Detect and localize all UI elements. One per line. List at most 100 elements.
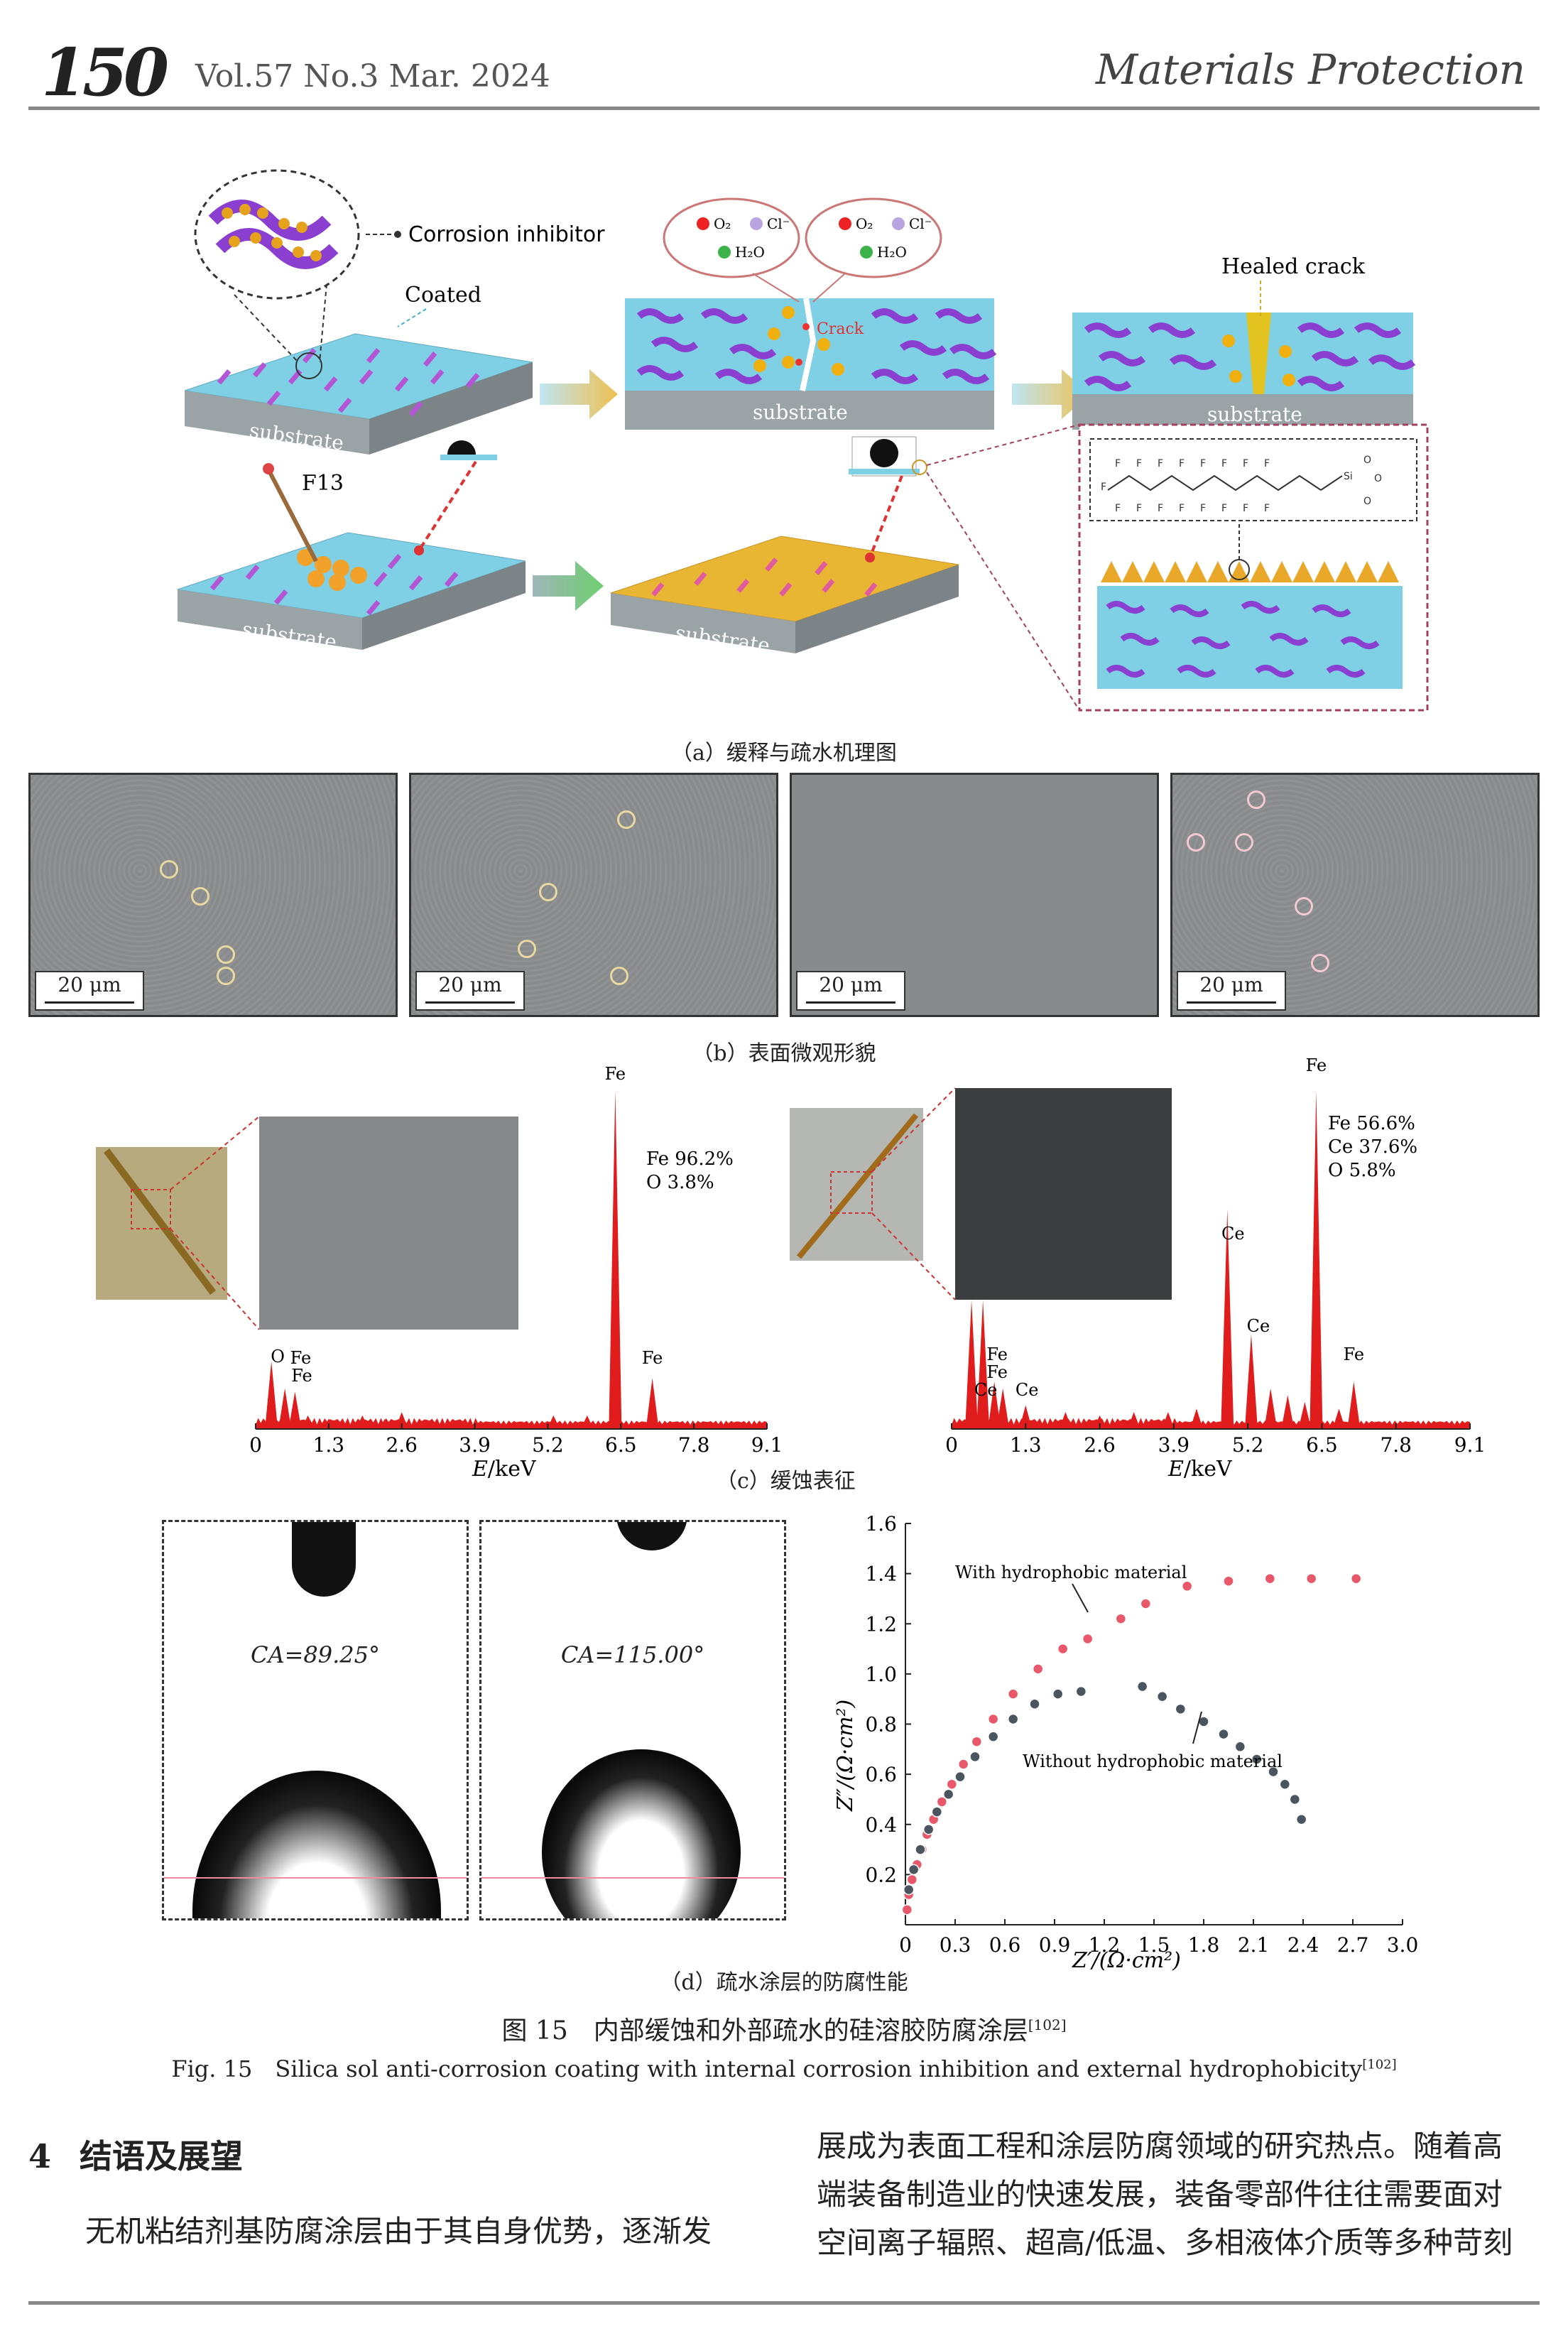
eds-peak bbox=[996, 1388, 1010, 1429]
legend-with-hydrophobic: With hydrophobic material bbox=[955, 1563, 1187, 1582]
panel-d-caption: （d）疏水涂层的防腐性能 bbox=[660, 1970, 908, 1995]
eds-xlabel-left: E/keV bbox=[472, 1457, 537, 1482]
data-point-with-hydrophobic bbox=[946, 1778, 958, 1790]
data-point-with-hydrophobic bbox=[906, 1874, 918, 1886]
scale-bar-4: 20 μm bbox=[1177, 971, 1286, 1011]
svg-text:F: F bbox=[1158, 458, 1163, 469]
svg-text:Cl⁻: Cl⁻ bbox=[767, 215, 790, 232]
process-arrow-2 bbox=[1012, 369, 1090, 419]
eds-peak-label: Fe bbox=[642, 1348, 663, 1368]
data-point-without-hydrophobic bbox=[1234, 1741, 1246, 1753]
nyquist-ylabel: Z″/(Ω·cm²) bbox=[833, 1700, 858, 1812]
data-point-with-hydrophobic bbox=[1057, 1643, 1069, 1655]
eds-tick-label: 2.6 bbox=[1084, 1433, 1116, 1457]
eds-peak-label: Ce bbox=[1016, 1380, 1039, 1400]
nyquist-y-tick-label: 0.6 bbox=[865, 1763, 897, 1786]
svg-text:F: F bbox=[1200, 503, 1206, 514]
composition-right-ce: Ce 37.6% bbox=[1328, 1136, 1417, 1158]
substrate-label-3: substrate bbox=[1207, 403, 1302, 426]
scale-bar-1: 20 μm bbox=[35, 971, 144, 1011]
eds-tick-label: 9.1 bbox=[751, 1433, 783, 1457]
eds-tick-label: 7.8 bbox=[678, 1433, 710, 1457]
data-point-with-hydrophobic bbox=[1181, 1580, 1193, 1592]
data-point-with-hydrophobic bbox=[987, 1713, 999, 1725]
svg-text:F: F bbox=[1200, 458, 1206, 469]
eds-peak bbox=[301, 1415, 315, 1429]
eds-peak bbox=[278, 1388, 292, 1429]
figure-caption-en: Fig. 15 Silica sol anti-corrosion coatin… bbox=[171, 2055, 1397, 2082]
eds-peak-label: Fe bbox=[605, 1064, 626, 1084]
contact-angle-value-left: CA=89.25° bbox=[250, 1641, 380, 1668]
nyquist-y-tick-label: 1.0 bbox=[865, 1663, 897, 1686]
eds-xlabel-right: E/keV bbox=[1167, 1457, 1233, 1482]
nyquist-x-tick-label: 1.8 bbox=[1188, 1933, 1220, 1957]
hydrophobic-coated-slab: substrate bbox=[610, 536, 959, 658]
f13-label: F13 bbox=[302, 471, 344, 496]
eds-tick-label: 7.8 bbox=[1380, 1433, 1412, 1457]
eds-peak-label: Ce bbox=[974, 1380, 998, 1400]
eds-peak bbox=[479, 1422, 493, 1429]
data-point-without-hydrophobic bbox=[903, 1884, 915, 1896]
eds-peak bbox=[1019, 1405, 1033, 1429]
eds-peak bbox=[435, 1422, 448, 1429]
eds-tick-label: 5.2 bbox=[532, 1433, 564, 1457]
eds-peak bbox=[1264, 1388, 1278, 1429]
nyquist-x-tick-label: 0.9 bbox=[1039, 1933, 1071, 1957]
svg-text:F: F bbox=[1264, 458, 1270, 469]
nyquist-x-tick-label: 0.3 bbox=[940, 1933, 971, 1957]
eds-tick-label: 6.5 bbox=[1306, 1433, 1338, 1457]
data-point-without-hydrophobic bbox=[1175, 1703, 1187, 1715]
data-point-without-hydrophobic bbox=[922, 1824, 935, 1835]
corrosion-inhibitor-label: Corrosion inhibitor bbox=[408, 222, 605, 247]
eds-tick-label: 3.9 bbox=[1158, 1433, 1190, 1457]
nyquist-y-tick-label: 1.4 bbox=[865, 1563, 897, 1586]
eds-peak bbox=[1221, 1208, 1234, 1429]
svg-text:Cl⁻: Cl⁻ bbox=[909, 215, 932, 232]
healed-crack-label: Healed crack bbox=[1221, 254, 1366, 279]
f13-brush-slab: substrate bbox=[177, 463, 526, 654]
nyquist-x-tick-label: 2.1 bbox=[1238, 1933, 1270, 1957]
data-point-without-hydrophobic bbox=[1136, 1680, 1148, 1692]
data-point-without-hydrophobic bbox=[1029, 1698, 1040, 1710]
eds-peak-label: Fe bbox=[986, 1362, 1008, 1382]
data-point-without-hydrophobic bbox=[931, 1806, 943, 1817]
eds-peak-label: Fe bbox=[1344, 1344, 1365, 1364]
volume-info: Vol.57 No.3 Mar. 2024 bbox=[195, 58, 550, 94]
data-point-without-hydrophobic bbox=[1251, 1754, 1263, 1765]
eds-peak bbox=[547, 1415, 560, 1429]
data-point-with-hydrophobic bbox=[1115, 1613, 1127, 1624]
svg-text:F: F bbox=[1264, 503, 1270, 514]
eds-peak bbox=[1347, 1381, 1361, 1429]
svg-text:F: F bbox=[1179, 458, 1185, 469]
sem-image-1: 20 μm bbox=[28, 773, 398, 1017]
data-point-with-hydrophobic bbox=[936, 1796, 948, 1808]
nyquist-xlabel: Z′/(Ω·cm²) bbox=[1072, 1948, 1181, 1973]
eds-tick-label: 0 bbox=[249, 1433, 262, 1457]
eds-peak bbox=[1189, 1408, 1203, 1429]
data-point-without-hydrophobic bbox=[915, 1844, 926, 1855]
eds-tick-label: 1.3 bbox=[313, 1433, 345, 1457]
contact-angle-value-right: CA=115.00° bbox=[560, 1641, 705, 1668]
data-point-with-hydrophobic bbox=[1223, 1575, 1234, 1587]
contact-angle-image-left: CA=89.25° bbox=[162, 1520, 469, 1920]
eds-peak-label: Fe bbox=[986, 1344, 1008, 1364]
svg-text:F: F bbox=[1115, 458, 1121, 469]
nyquist-x-tick-label: 2.7 bbox=[1337, 1933, 1369, 1957]
eds-tick-label: 5.2 bbox=[1232, 1433, 1264, 1457]
panel-c-caption: （c）缓蚀表征 bbox=[716, 1469, 856, 1494]
droplet-icon-small bbox=[414, 440, 497, 555]
svg-text:F: F bbox=[1136, 503, 1142, 514]
nyquist-y-tick-label: 0.2 bbox=[865, 1863, 897, 1886]
sem-inset-right bbox=[955, 1088, 1172, 1300]
eds-peak bbox=[1310, 1090, 1323, 1429]
cracked-coating-block: substrate Crack bbox=[625, 298, 997, 430]
droplet-icon-large bbox=[849, 424, 1080, 711]
eds-tick-label: 0 bbox=[945, 1433, 958, 1457]
data-point-with-hydrophobic bbox=[957, 1759, 969, 1770]
eds-peak-label: Fe bbox=[291, 1366, 312, 1386]
data-point-without-hydrophobic bbox=[1156, 1690, 1168, 1702]
data-point-without-hydrophobic bbox=[1279, 1778, 1291, 1790]
eds-peak bbox=[356, 1415, 369, 1429]
